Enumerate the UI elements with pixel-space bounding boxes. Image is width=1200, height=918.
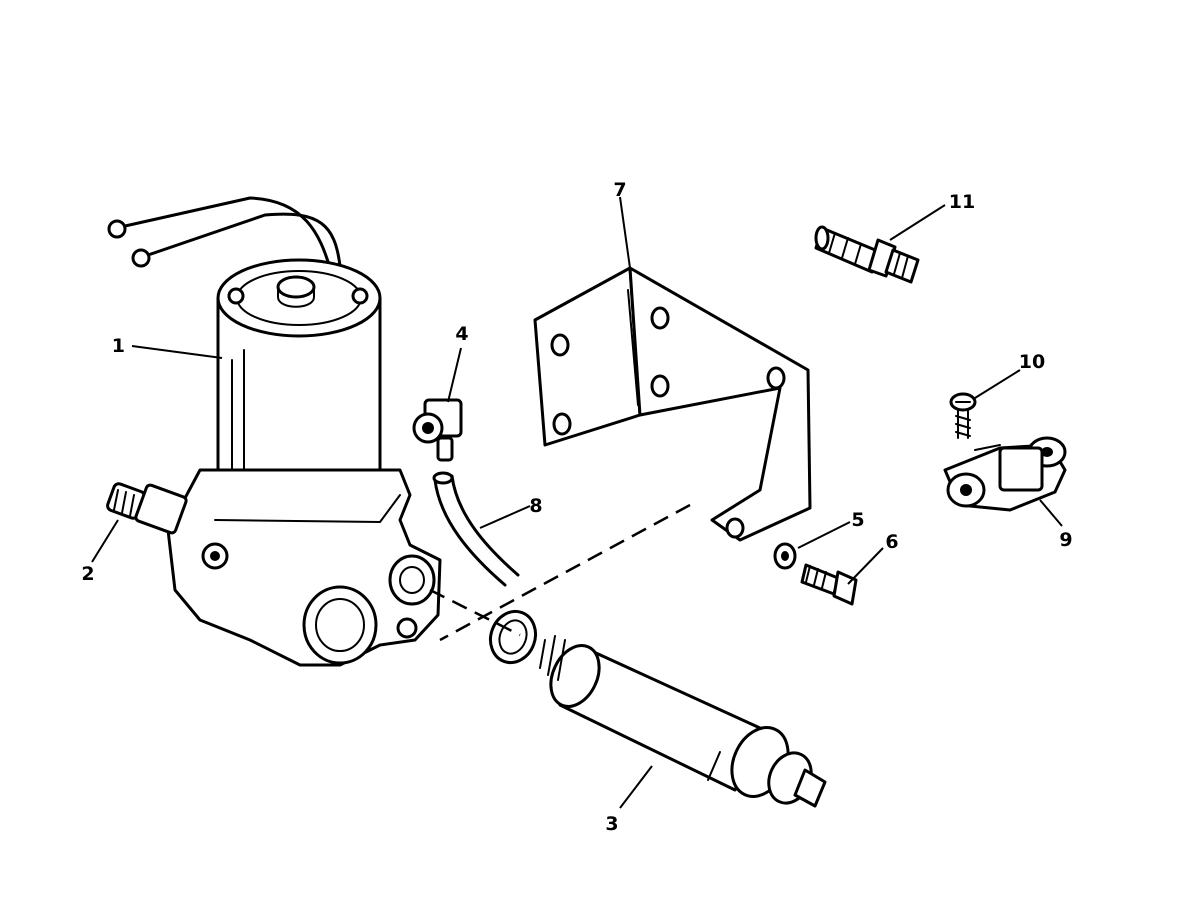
part-6-bolt bbox=[800, 563, 858, 606]
part-5-washer bbox=[773, 542, 797, 570]
callout-5: 5 bbox=[851, 509, 864, 531]
callout-labels: 1 2 3 4 5 6 7 8 9 10 11 bbox=[81, 179, 1072, 835]
part-10-screw bbox=[949, 392, 977, 439]
o-ring bbox=[488, 609, 538, 665]
callout-6: 6 bbox=[885, 531, 898, 553]
part-8-hose bbox=[432, 471, 520, 587]
callout-7: 7 bbox=[613, 179, 626, 201]
callout-4: 4 bbox=[455, 323, 468, 345]
part-4-elbow-fitting bbox=[412, 398, 463, 462]
callout-10: 10 bbox=[1019, 351, 1045, 373]
callout-1: 1 bbox=[112, 335, 125, 357]
part-3-solenoid-valve bbox=[539, 635, 827, 808]
callout-2: 2 bbox=[81, 563, 94, 585]
callout-3: 3 bbox=[605, 813, 618, 835]
part-7-bracket bbox=[533, 266, 812, 542]
pump-body bbox=[166, 468, 442, 667]
part-2-fitting bbox=[106, 482, 188, 535]
callout-11: 11 bbox=[949, 191, 975, 213]
part-11-hose-barb bbox=[814, 225, 920, 284]
callout-8: 8 bbox=[529, 495, 542, 517]
assembly-center-lines bbox=[429, 503, 691, 642]
part-9-terminal-block bbox=[943, 436, 1067, 512]
callout-9: 9 bbox=[1059, 529, 1072, 551]
leader-lines bbox=[91, 196, 1063, 809]
